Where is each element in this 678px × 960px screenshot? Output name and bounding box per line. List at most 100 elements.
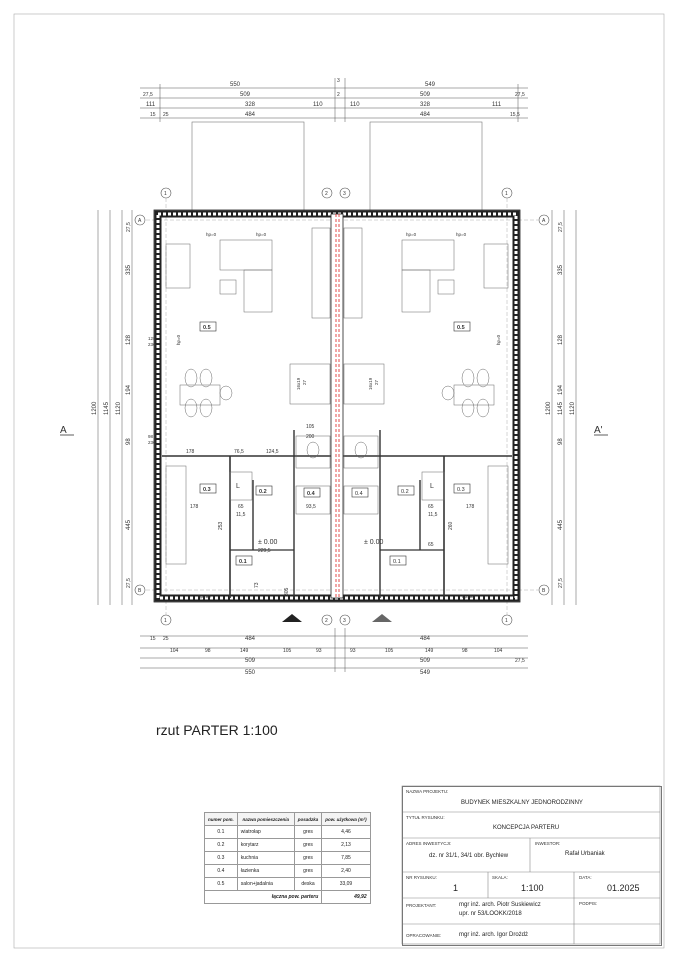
section-marker-left: A bbox=[60, 425, 67, 436]
table-total-row: łączna pow. parteru 49,92 bbox=[203, 890, 371, 904]
note-hp-3: hp=0 bbox=[406, 232, 417, 237]
dim-right-7: 27,5 bbox=[558, 578, 564, 588]
designer-value-2: upr. nr 53/LOOKK/2018 bbox=[459, 911, 522, 917]
note-128: 128 bbox=[148, 336, 156, 341]
dim-bot-edge: 27,5 bbox=[515, 658, 525, 664]
table-row: 0.3 kuchnia gres 7,85 bbox=[204, 851, 371, 865]
editor-value: mgr inż. arch. Igor Drożdż bbox=[459, 932, 529, 938]
room-label-04-left: 0.4 bbox=[307, 491, 316, 497]
cell: 33,09 bbox=[321, 877, 371, 891]
dim-bot-left-seg4: 105 bbox=[283, 648, 292, 654]
dim-bot-right-seg2: 105 bbox=[385, 648, 394, 654]
int-dim-1: 178 bbox=[186, 449, 195, 455]
dim-left-3: 128 bbox=[126, 334, 132, 345]
rooms-table-header: numer pom. nazwa pomieszczenia posadzka … bbox=[204, 812, 371, 826]
nr-value: 1 bbox=[453, 883, 459, 893]
top-dimensions bbox=[140, 78, 528, 122]
int-dim-18: 73 bbox=[254, 582, 260, 588]
axis-1-bottom: 1 bbox=[164, 618, 167, 624]
dim-left-1: 27,5 bbox=[126, 222, 132, 232]
project-label: NAZWA PROJEKTU: bbox=[406, 789, 449, 794]
bottom-dimensions bbox=[140, 628, 528, 672]
building-walls bbox=[153, 209, 521, 603]
room-label-01-right: 0.1 bbox=[393, 559, 401, 565]
dim-right-1: 27,5 bbox=[558, 222, 564, 232]
axis-4-bottom: 1 bbox=[505, 618, 508, 624]
dim-right-total-1: 1200 bbox=[546, 401, 552, 415]
axis-row-a-right: A bbox=[542, 218, 546, 224]
dim-right-5: 98 bbox=[558, 438, 564, 445]
cell: salon+jadalnia bbox=[236, 877, 295, 891]
note-hp-6: hp=0 bbox=[496, 334, 501, 345]
dim-left-5: 98 bbox=[126, 438, 132, 445]
axis-2-top: 2 bbox=[325, 191, 328, 197]
room-label-05-right: 0.5 bbox=[457, 325, 465, 331]
stair-right-label: 16x19 bbox=[368, 377, 373, 390]
dim-top-s25: 25 bbox=[163, 112, 169, 118]
room-label-boxes bbox=[199, 321, 471, 566]
axis-bubbles-top bbox=[134, 187, 550, 626]
cell: 0.5 bbox=[204, 877, 238, 891]
terrace-left bbox=[191, 121, 305, 216]
note-hp-1: hp=0 bbox=[206, 232, 217, 237]
int-dim-2: 76,5 bbox=[234, 449, 244, 455]
room-label-03-left: 0.3 bbox=[203, 487, 211, 493]
note-hp-7: hp=90 bbox=[198, 594, 211, 599]
int-dim-6: 11,5 bbox=[236, 512, 246, 518]
table-row: 0.4 łazienka gres 2,40 bbox=[204, 864, 371, 878]
right-dimensions bbox=[551, 210, 577, 605]
dim-left-total-3: 1120 bbox=[116, 401, 122, 415]
cell: deska bbox=[293, 877, 323, 891]
dim-bot-right-total: 549 bbox=[420, 670, 431, 676]
stair-right-b: 27 bbox=[374, 379, 379, 385]
axis-3-top: 3 bbox=[343, 191, 346, 197]
stair-left-b: 27 bbox=[302, 379, 307, 385]
int-dim-16: 200 bbox=[306, 434, 315, 440]
cell: 0.3 bbox=[204, 851, 238, 865]
int-dim-7: 93,5 bbox=[306, 504, 316, 510]
designer-label: PROJEKTANT: bbox=[406, 903, 437, 908]
terrace-right bbox=[369, 121, 483, 216]
header-name: nazwa pomieszczenia bbox=[236, 812, 295, 826]
table-row: 0.2 korytarz gres 2,13 bbox=[204, 838, 371, 852]
axis-2-bottom: 2 bbox=[325, 618, 328, 624]
note-hp-5: hp=0 bbox=[176, 334, 181, 345]
int-dim-5: 65 bbox=[238, 504, 244, 510]
cell: wiatrołap bbox=[236, 825, 295, 839]
int-dim-11: 178 bbox=[190, 504, 199, 510]
dim-bot-right-mid: 509 bbox=[420, 658, 431, 664]
int-dim-12: 178 bbox=[466, 504, 475, 510]
dim-top-left-seg2: 328 bbox=[245, 102, 256, 108]
header-number: numer pom. bbox=[204, 812, 238, 826]
drawing-label: TYTUŁ RYSUNKU: bbox=[406, 815, 445, 820]
dim-right-6: 445 bbox=[558, 519, 564, 530]
address-value: dz. nr 31/1, 34/1 obr. Bychlew bbox=[429, 853, 509, 859]
note-l-left: L bbox=[236, 483, 240, 490]
note-l-right: L bbox=[430, 483, 434, 490]
int-dim-10: 260 bbox=[448, 521, 454, 530]
room-label-02-right: 0.2 bbox=[401, 489, 409, 495]
scale-label: SKALA: bbox=[492, 875, 508, 880]
dim-top-right-total: 549 bbox=[425, 82, 436, 88]
cell: 4,46 bbox=[321, 825, 371, 839]
dim-bot-left-seg2: 98 bbox=[205, 648, 211, 654]
room-label-01-left: 0.1 bbox=[239, 559, 247, 565]
cell: gres bbox=[293, 864, 323, 878]
cell: gres bbox=[293, 825, 323, 839]
level-right: ± 0.00 bbox=[364, 539, 384, 546]
int-dim-15: 11,5 bbox=[428, 512, 438, 518]
dim-bot-s15: 15 bbox=[150, 636, 156, 642]
dim-top-s15: 15 bbox=[150, 112, 156, 118]
level-left: ± 0.00 bbox=[258, 539, 278, 546]
dim-top-right-seg2: 328 bbox=[420, 102, 431, 108]
axis-3-bottom: 3 bbox=[343, 618, 346, 624]
entrance-arrow-left bbox=[282, 614, 302, 622]
entrance-arrow-right bbox=[372, 614, 392, 622]
dim-top-left-mid: 509 bbox=[240, 92, 251, 98]
dim-left-total-2: 1145 bbox=[104, 401, 110, 415]
plan-title: rzut PARTER 1:100 bbox=[156, 722, 278, 738]
dim-bot-right-seg3: 149 bbox=[425, 648, 434, 654]
furniture-right bbox=[343, 227, 509, 565]
dim-left-2: 335 bbox=[126, 264, 132, 275]
